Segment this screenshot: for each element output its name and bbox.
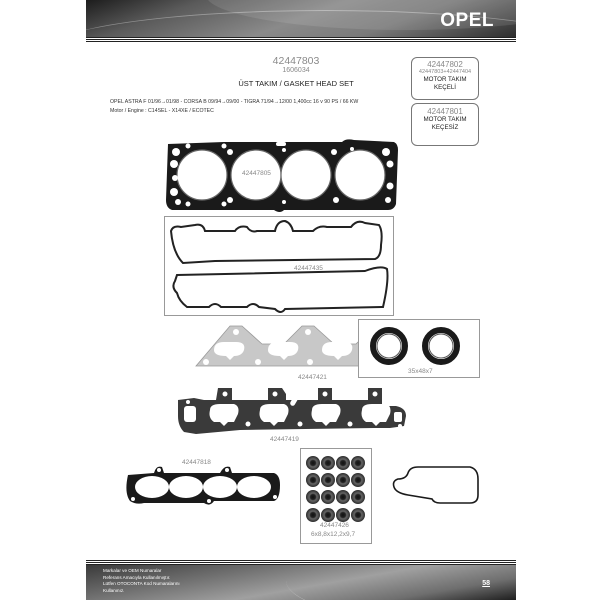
trademark-note-line: Markalar ve OEM Numaralar [103,568,162,573]
valve-cover-gasket-frame: 42447435 [164,216,394,316]
throttle-gasket-image: 42447818 [124,459,284,507]
related-set-label: MOTOR TAKIM [423,76,467,83]
header-banner: OPEL [86,0,516,37]
catalog-page: OPEL 42447803 1606034 ÜST TAKIM / GASKET… [86,0,516,600]
intake-manifold-gasket-label: 42447419 [270,436,299,443]
intake-manifold-gasket-image: 42447419 [174,386,410,443]
oil-seals-frame: 35x48x7 [358,319,480,378]
related-set-box: 42447802 42447803+42447404 MOTOR TAKIM K… [411,57,479,100]
related-set-reference: 42447803+42447404 [418,69,472,75]
footer-banner: Markalar ve OEM Numaralar Referans Amacı… [86,565,516,600]
title-block: 42447803 1606034 ÜST TAKIM / GASKET HEAD… [196,55,396,88]
related-set-number: 42447802 [427,60,463,69]
valve-stem-seals-frame: 42447426 6x8,8x12,2x9,7 [300,448,372,544]
valve-stem-seals-size: 6x8,8x12,2x9,7 [311,531,356,538]
head-gasket-image: 42447805 [164,138,398,212]
set-part-number: 42447803 [272,55,320,67]
trademark-note-line: Lütfen OTOCONTA Kod Numaralarını [103,581,180,587]
vehicle-application: OPEL ASTRA F 01/96→01/98 - CORSA B 09/94… [110,99,359,105]
related-set-box: 42447801 MOTOR TAKIM KEÇESİZ [411,103,479,146]
oil-seals-size: 35x48x7 [408,368,433,375]
valve-cover-gasket-label: 42447435 [294,265,323,272]
head-gasket-label: 42447805 [242,170,271,177]
set-sub-number: 1606034 [282,67,310,74]
brand-title: OPEL [440,10,494,31]
thermostat-gasket-image [390,465,480,505]
exhaust-manifold-gasket-label: 42447421 [298,374,327,381]
header-decoration [86,10,516,37]
trademark-note: Markalar ve OEM Numaralar Referans Amacı… [103,568,180,594]
trademark-note-line: Kullanınız. [103,587,125,593]
throttle-gasket-label: 42447818 [182,459,211,466]
related-set-label: KEÇESİZ [431,124,459,131]
set-name: ÜST TAKIM / GASKET HEAD SET [238,79,354,88]
engine-codes: Motor / Engine : C14SEL - X14XE / ECOTEC [110,108,214,114]
related-set-label: KEÇELİ [433,84,456,91]
footer-rule [86,560,516,565]
related-set-number: 42447801 [427,107,463,116]
header-rule [86,37,516,42]
page-number: 58 [482,580,490,587]
trademark-note-line: Referans Amacıyla Kullanılmıştır. [103,574,171,580]
related-set-label: MOTOR TAKIM [423,116,467,123]
valve-stem-seals-label: 42447426 [320,522,349,529]
